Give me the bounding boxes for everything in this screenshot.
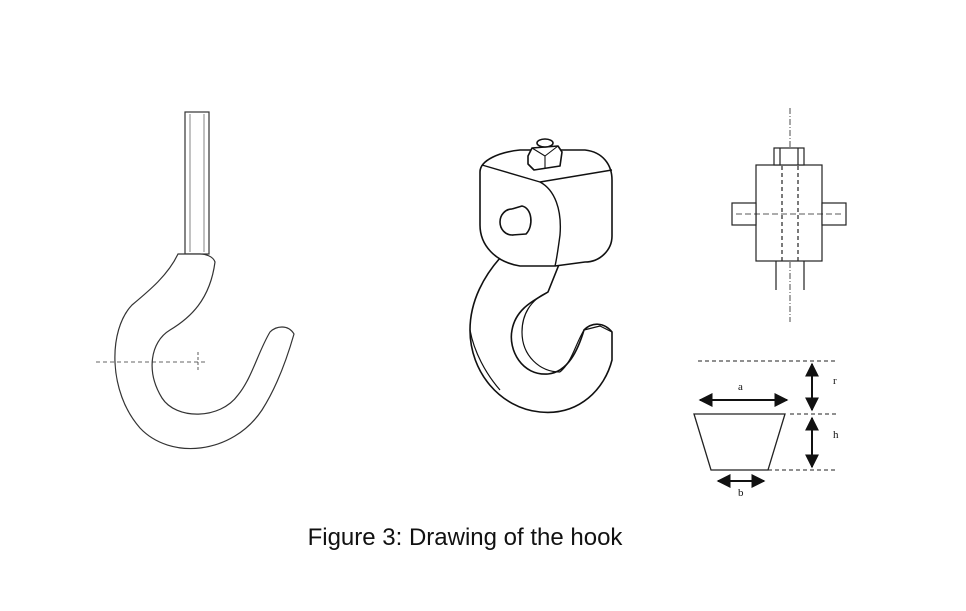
- hook-side-view: [96, 111, 295, 449]
- hook-isometric-view: [469, 138, 613, 414]
- front-view-block: [755, 164, 823, 262]
- cross-section-trapezoid: [693, 413, 786, 471]
- hook-outer-outline: [114, 253, 295, 449]
- hook-iso-body: [469, 257, 613, 414]
- label-b: b: [738, 487, 744, 499]
- hook-cross-section: [693, 360, 838, 488]
- hook-front-view: [731, 108, 847, 322]
- front-view-pin-right: [821, 202, 847, 226]
- front-view-pin-left: [731, 202, 757, 226]
- figure-caption: Figure 3: Drawing of the hook: [307, 524, 623, 551]
- label-r: r: [833, 375, 837, 387]
- hook-shank: [184, 111, 210, 255]
- front-view-nut: [773, 147, 805, 166]
- hook-iso-block: [479, 149, 613, 267]
- label-h: h: [833, 429, 839, 441]
- label-a: a: [738, 381, 743, 393]
